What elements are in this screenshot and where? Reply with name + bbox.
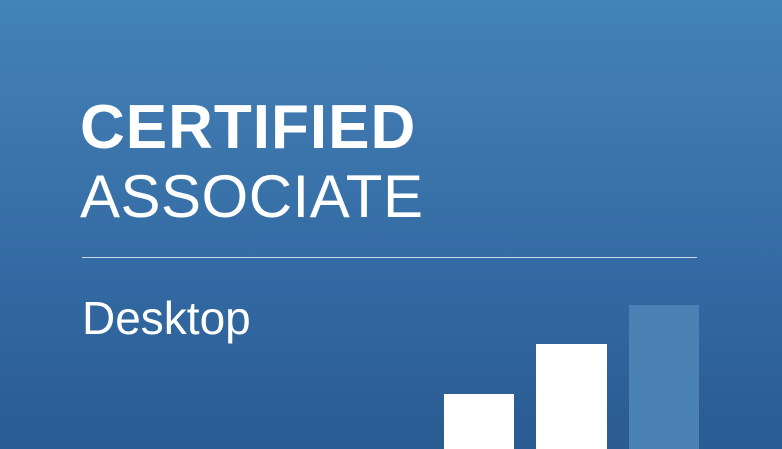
bar-chart-icon-bar-medium <box>536 344 607 449</box>
bar-chart-icon-bar-short <box>444 394 514 449</box>
badge-title-certified: CERTIFIED <box>80 93 417 162</box>
badge-title-associate: ASSOCIATE <box>80 163 424 230</box>
badge-divider <box>82 257 697 258</box>
badge-subtitle-desktop: Desktop <box>82 292 251 344</box>
bar-chart-icon-bar-tall <box>629 305 699 449</box>
